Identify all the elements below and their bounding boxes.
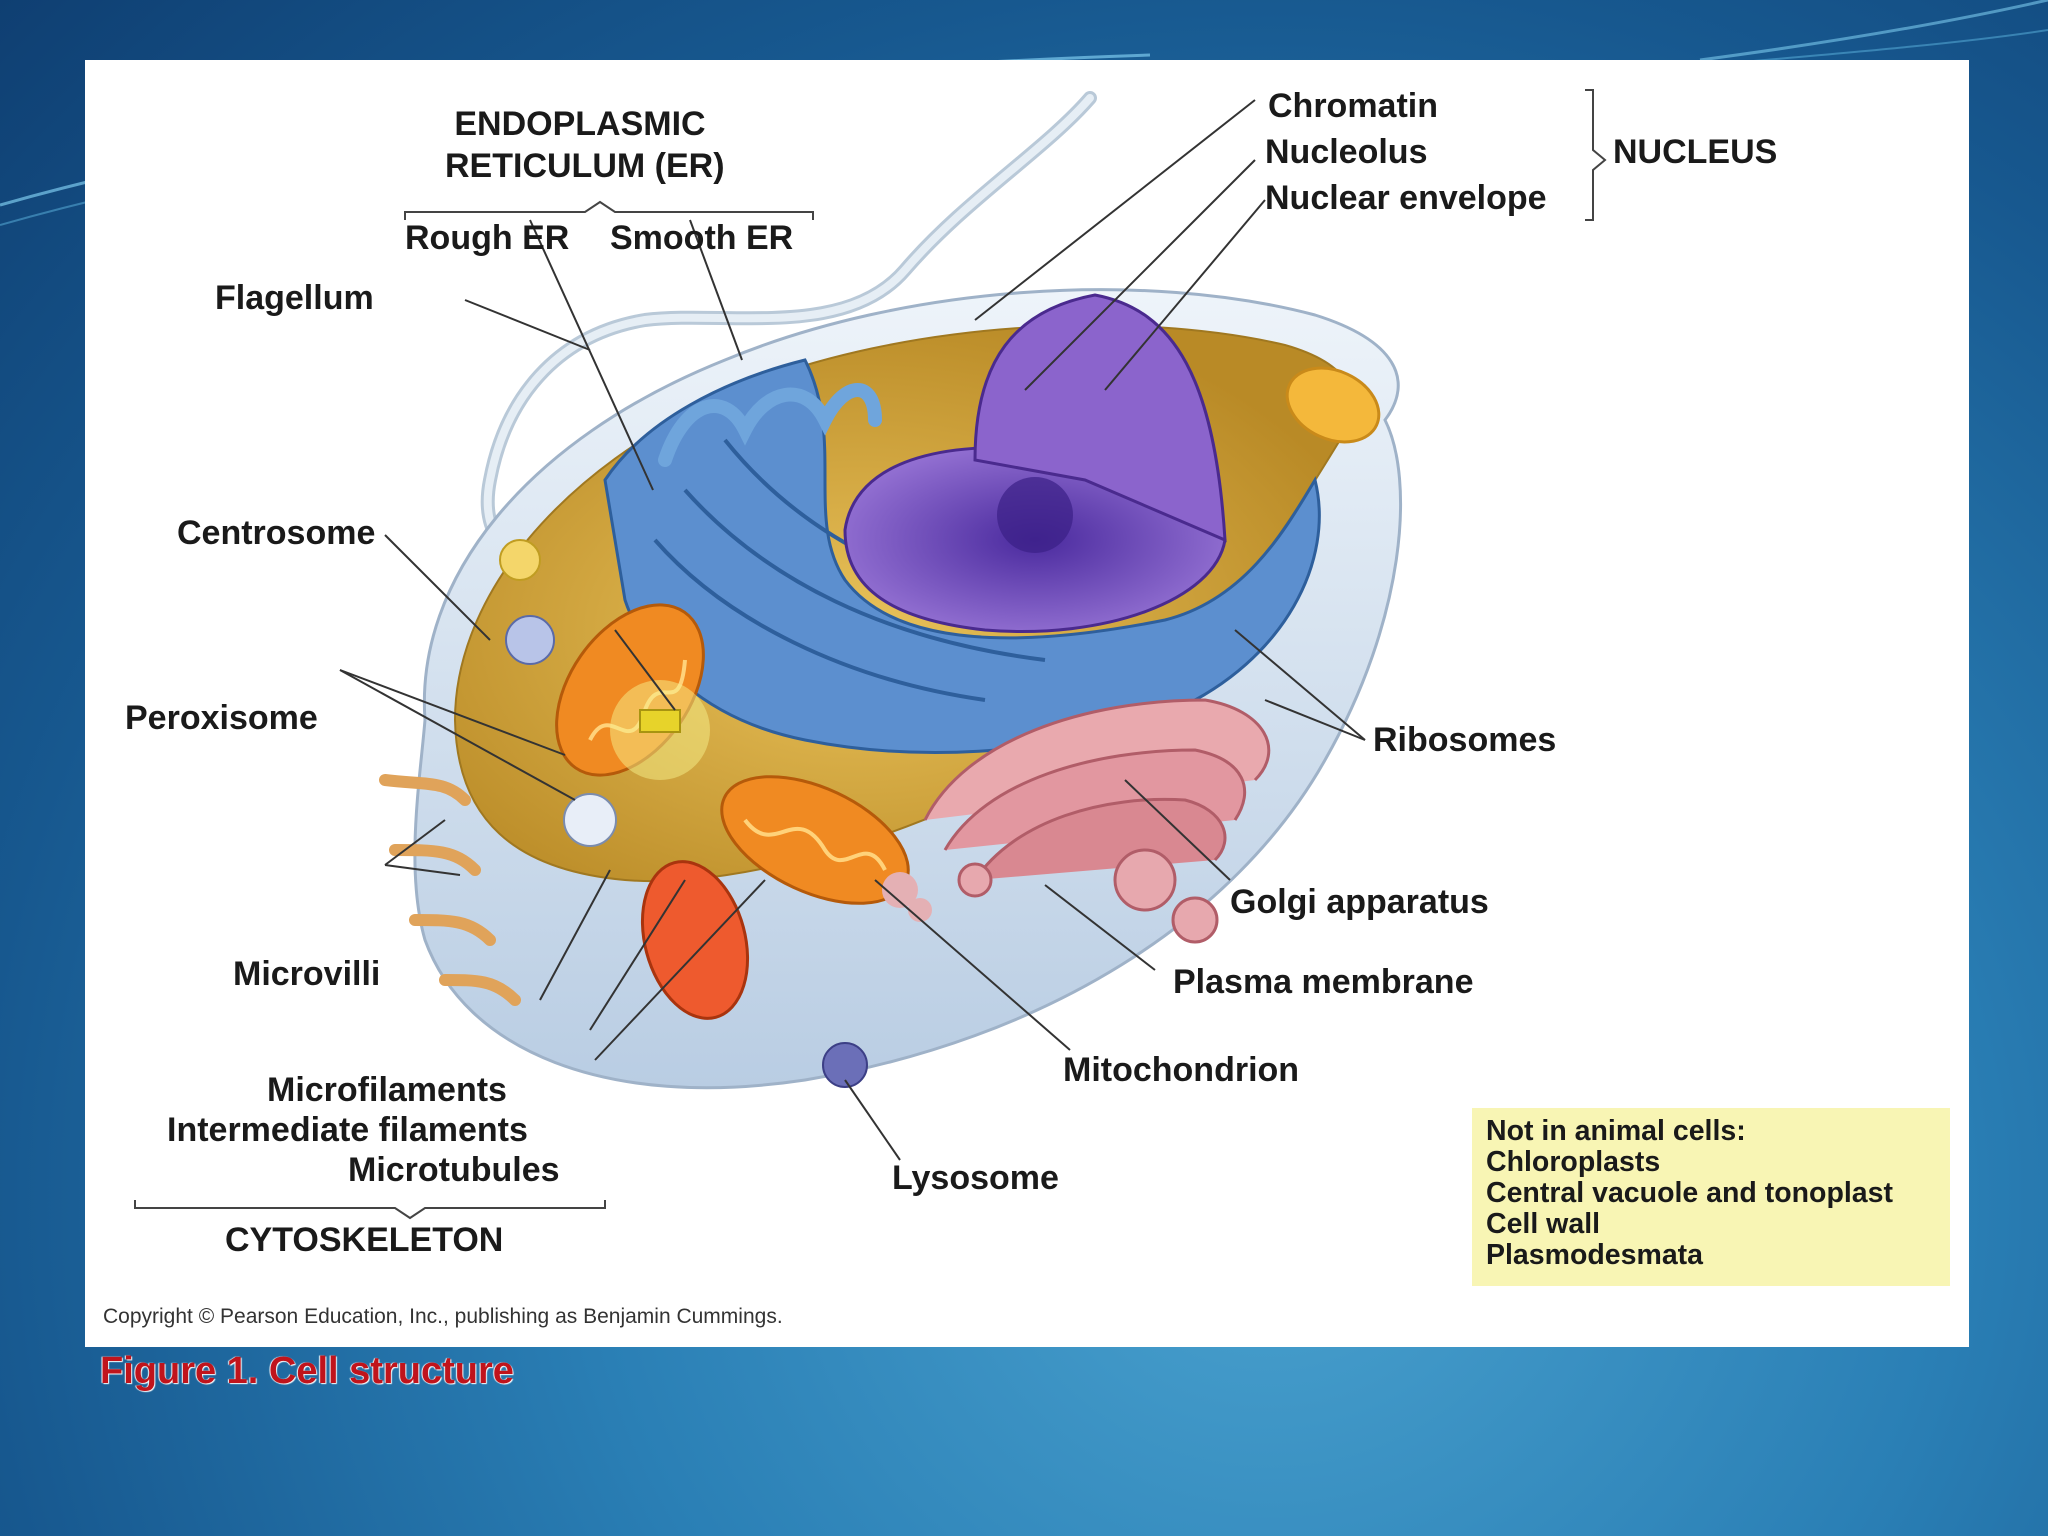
label-golgi-apparatus: Golgi apparatus xyxy=(1230,883,1489,921)
label-nuclear-envelope: Nuclear envelope xyxy=(1265,179,1547,217)
figure-caption: Figure 1. Cell structure xyxy=(100,1350,514,1392)
not-in-animal-cells-note: Not in animal cells: Chloroplasts Centra… xyxy=(1472,1108,1950,1286)
note-item: Plasmodesmata xyxy=(1486,1239,1704,1271)
note-heading: Not in animal cells: xyxy=(1486,1115,1746,1147)
cell-diagram-panel: ENDOPLASMIC RETICULUM (ER) Rough ER Smoo… xyxy=(85,60,1969,1347)
copyright-text: Copyright © Pearson Education, Inc., pub… xyxy=(103,1305,783,1328)
note-item: Chloroplasts xyxy=(1486,1146,1661,1178)
label-cytoskeleton: CYTOSKELETON xyxy=(225,1221,504,1259)
label-peroxisome: Peroxisome xyxy=(125,699,318,737)
label-nucleus: NUCLEUS xyxy=(1613,133,1778,171)
label-rough-er: Rough ER xyxy=(405,219,570,257)
label-smooth-er: Smooth ER xyxy=(610,219,794,257)
er-title-line1: ENDOPLASMIC xyxy=(454,105,706,143)
label-microfilaments: Microfilaments xyxy=(267,1071,507,1109)
cell-illustration xyxy=(134,89,1607,1220)
label-lysosome: Lysosome xyxy=(892,1159,1059,1197)
label-mitochondrion: Mitochondrion xyxy=(1063,1051,1300,1089)
label-intermediate-filaments: Intermediate filaments xyxy=(167,1111,528,1149)
label-centrosome: Centrosome xyxy=(177,514,376,552)
label-flagellum: Flagellum xyxy=(215,279,374,317)
label-microtubules: Microtubules xyxy=(348,1151,560,1189)
label-microvilli: Microvilli xyxy=(233,955,381,993)
note-item: Central vacuole and tonoplast xyxy=(1486,1177,1893,1209)
label-chromatin: Chromatin xyxy=(1268,87,1438,125)
label-plasma-membrane: Plasma membrane xyxy=(1173,963,1474,1001)
label-ribosomes: Ribosomes xyxy=(1373,721,1557,759)
note-item: Cell wall xyxy=(1486,1208,1601,1240)
label-nucleolus: Nucleolus xyxy=(1265,133,1428,171)
er-title-line2: RETICULUM (ER) xyxy=(445,147,725,185)
